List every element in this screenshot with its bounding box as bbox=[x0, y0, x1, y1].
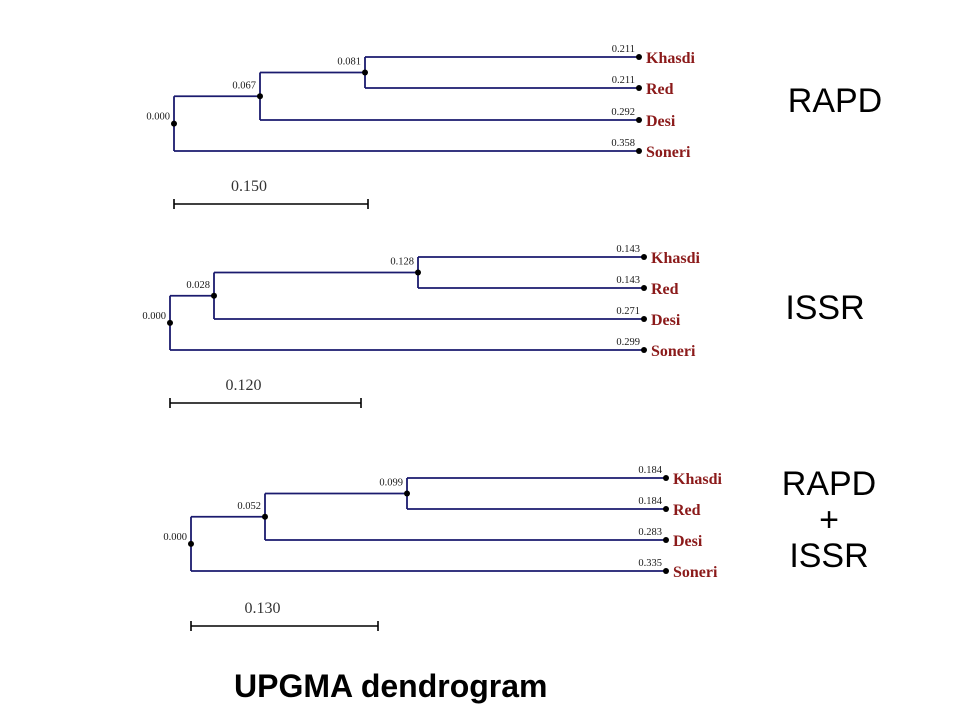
taxon-label: Desi bbox=[673, 533, 703, 550]
panel-label-line: + bbox=[819, 501, 839, 539]
pair-node bbox=[415, 269, 421, 276]
taxon-label: Soneri bbox=[646, 144, 691, 161]
panel-label-issr: ISSR bbox=[750, 290, 900, 326]
taxon-label: Khasdi bbox=[651, 250, 700, 267]
leaf-node bbox=[641, 316, 647, 322]
taxon-label: Desi bbox=[646, 113, 676, 130]
panel-label-rapd-issr: RAPD + ISSR bbox=[754, 466, 904, 574]
taxon-label: Desi bbox=[651, 312, 681, 329]
leaf-distance-label: 0.211 bbox=[612, 44, 635, 55]
taxon-label: Khasdi bbox=[646, 50, 695, 67]
scale-bar-label: 0.150 bbox=[231, 178, 267, 195]
leaf-node bbox=[663, 475, 669, 481]
leaf-distance-label: 0.358 bbox=[611, 138, 635, 149]
leaf-distance-label: 0.143 bbox=[616, 275, 640, 286]
leaf-distance-label: 0.292 bbox=[611, 107, 635, 118]
leaf-distance-label: 0.299 bbox=[616, 337, 640, 348]
root-node-label: 0.000 bbox=[163, 532, 187, 543]
taxon-label: Red bbox=[646, 81, 674, 98]
root-node-label: 0.000 bbox=[146, 112, 170, 123]
leaf-node bbox=[636, 117, 642, 123]
taxon-label: Khasdi bbox=[673, 471, 722, 488]
leaf-node bbox=[663, 506, 669, 512]
taxon-label: Red bbox=[651, 281, 679, 298]
leaf-distance-label: 0.335 bbox=[638, 558, 662, 569]
inner-node bbox=[211, 292, 217, 299]
leaf-distance-label: 0.184 bbox=[638, 465, 662, 476]
panel-label-line: RAPD bbox=[787, 82, 883, 120]
root-node bbox=[188, 540, 194, 547]
pair-node-label: 0.081 bbox=[337, 57, 361, 68]
panel-label-line: ISSR bbox=[785, 289, 865, 327]
taxon-label: Soneri bbox=[651, 343, 696, 360]
leaf-node bbox=[636, 85, 642, 91]
root-node bbox=[171, 120, 177, 127]
leaf-distance-label: 0.271 bbox=[616, 306, 640, 317]
leaf-distance-label: 0.143 bbox=[616, 244, 640, 255]
pair-node-label: 0.128 bbox=[390, 257, 414, 268]
taxon-label: Red bbox=[673, 502, 701, 519]
leaf-node bbox=[641, 254, 647, 260]
panel-label-line: RAPD bbox=[781, 465, 877, 503]
taxon-label: Soneri bbox=[673, 564, 718, 581]
leaf-node bbox=[663, 537, 669, 543]
root-node-label: 0.000 bbox=[142, 311, 166, 322]
root-node bbox=[167, 319, 173, 326]
panel-label-line: ISSR bbox=[789, 537, 869, 575]
leaf-distance-label: 0.283 bbox=[638, 527, 662, 538]
inner-node-label: 0.028 bbox=[186, 280, 210, 291]
inner-node bbox=[262, 513, 268, 520]
figure-title: UPGMA dendrogram bbox=[234, 668, 548, 704]
panel-label-rapd: RAPD bbox=[760, 83, 910, 119]
leaf-node bbox=[641, 347, 647, 353]
inner-node-label: 0.052 bbox=[237, 501, 261, 512]
leaf-node bbox=[636, 54, 642, 60]
leaf-node bbox=[636, 148, 642, 154]
leaf-node bbox=[663, 568, 669, 574]
inner-node bbox=[257, 93, 263, 100]
leaf-node bbox=[641, 285, 647, 291]
pair-node bbox=[404, 490, 410, 497]
pair-node-label: 0.099 bbox=[379, 478, 403, 489]
inner-node-label: 0.067 bbox=[232, 80, 256, 91]
scale-bar-label: 0.130 bbox=[245, 600, 281, 617]
leaf-distance-label: 0.184 bbox=[638, 496, 662, 507]
leaf-distance-label: 0.211 bbox=[612, 75, 635, 86]
scale-bar-label: 0.120 bbox=[226, 377, 262, 394]
pair-node bbox=[362, 69, 368, 76]
